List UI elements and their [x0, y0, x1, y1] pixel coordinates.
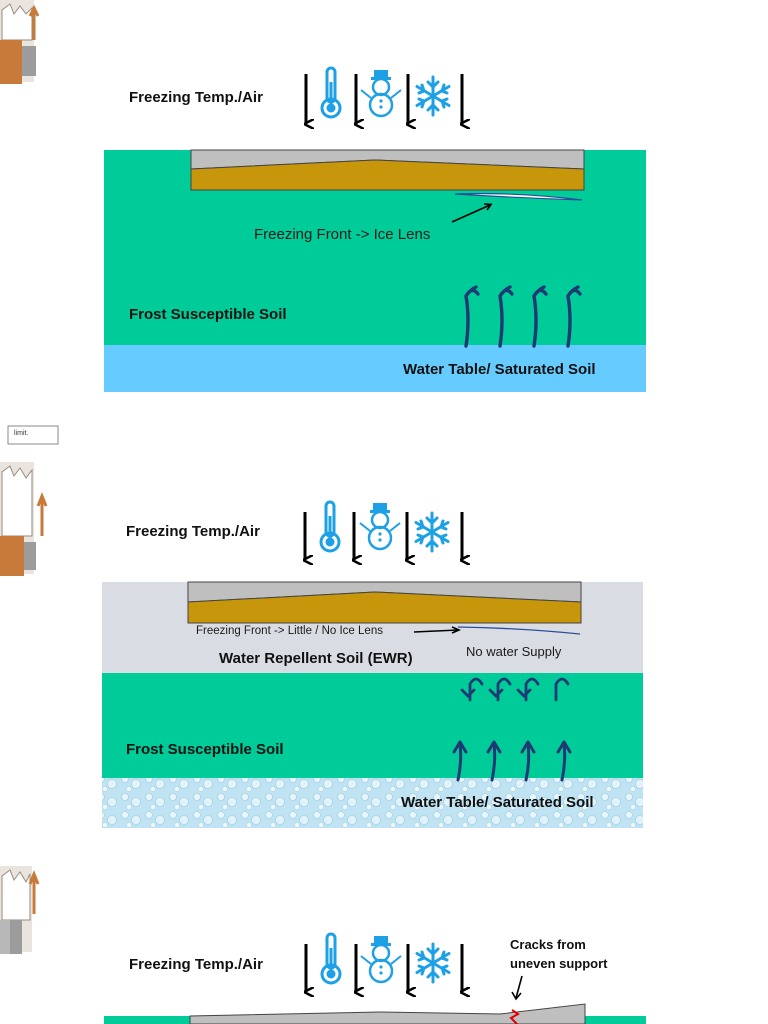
- water-table-label-2: Water Table/ Saturated Soil: [401, 794, 594, 811]
- capillary-rise-arrows: [464, 285, 582, 348]
- snowflake-icon: [415, 75, 451, 117]
- panel-2: [102, 500, 643, 828]
- thumbnail-2: [0, 462, 48, 576]
- water-table-layer-2: [102, 778, 643, 828]
- panel-1: [104, 66, 646, 392]
- ewr-label: Water Repellent Soil (EWR): [219, 650, 413, 667]
- no-water-label: No water Supply: [466, 644, 562, 659]
- frost-soil-label: Frost Susceptible Soil: [129, 306, 287, 323]
- thermometer-icon: [319, 500, 341, 553]
- front-pointer: [413, 629, 459, 633]
- cold-air-arrows: [306, 74, 462, 124]
- stub-label: limit.: [14, 430, 29, 437]
- thermometer-icon: [320, 932, 342, 985]
- snowflake-icon: [414, 511, 450, 553]
- frost-soil-label-2: Frost Susceptible Soil: [126, 741, 284, 758]
- panel-3: [104, 932, 646, 1024]
- blocked-capillary-arrows: [460, 677, 570, 702]
- snowman-icon: [360, 936, 402, 984]
- cracks-label-line1: Cracks from: [510, 937, 586, 952]
- crack-pointer: [515, 975, 523, 999]
- water-table-layer: [104, 345, 646, 392]
- water-table-label: Water Table/ Saturated Soil: [403, 361, 596, 378]
- snowflake-icon: [415, 942, 451, 984]
- base-course-layer: [190, 159, 585, 191]
- freezing-temp-label-3: Freezing Temp./Air: [129, 956, 263, 973]
- thumbnail-1: [0, 0, 40, 84]
- cracks-label-line2: uneven support: [510, 956, 608, 971]
- snowman-icon: [359, 503, 401, 551]
- cold-air-arrows-2: [305, 512, 462, 560]
- freezing-temp-label-2: Freezing Temp./Air: [126, 523, 260, 540]
- frost-susceptible-soil-layer-2: [102, 673, 643, 779]
- ice-lens-pointer: [451, 204, 491, 223]
- cold-air-arrows-3: [306, 944, 462, 992]
- ice-lens: [454, 193, 583, 201]
- freezing-temp-label: Freezing Temp./Air: [129, 89, 263, 106]
- thin-freezing-front: [457, 626, 581, 635]
- pavement-layer-3: [189, 1003, 586, 1024]
- freezing-front-label: Freezing Front -> Ice Lens: [254, 226, 431, 243]
- stub-box: [7, 425, 59, 445]
- thermometer-icon: [320, 66, 342, 119]
- freezing-front-label-2: Freezing Front -> Little / No Ice Lens: [196, 625, 383, 637]
- capillary-rise-arrows-2: [452, 740, 572, 782]
- snowman-icon: [360, 70, 402, 118]
- thumbnail-3: [0, 866, 40, 954]
- crack-icon: [509, 1009, 520, 1024]
- base-course-layer-2: [187, 591, 582, 624]
